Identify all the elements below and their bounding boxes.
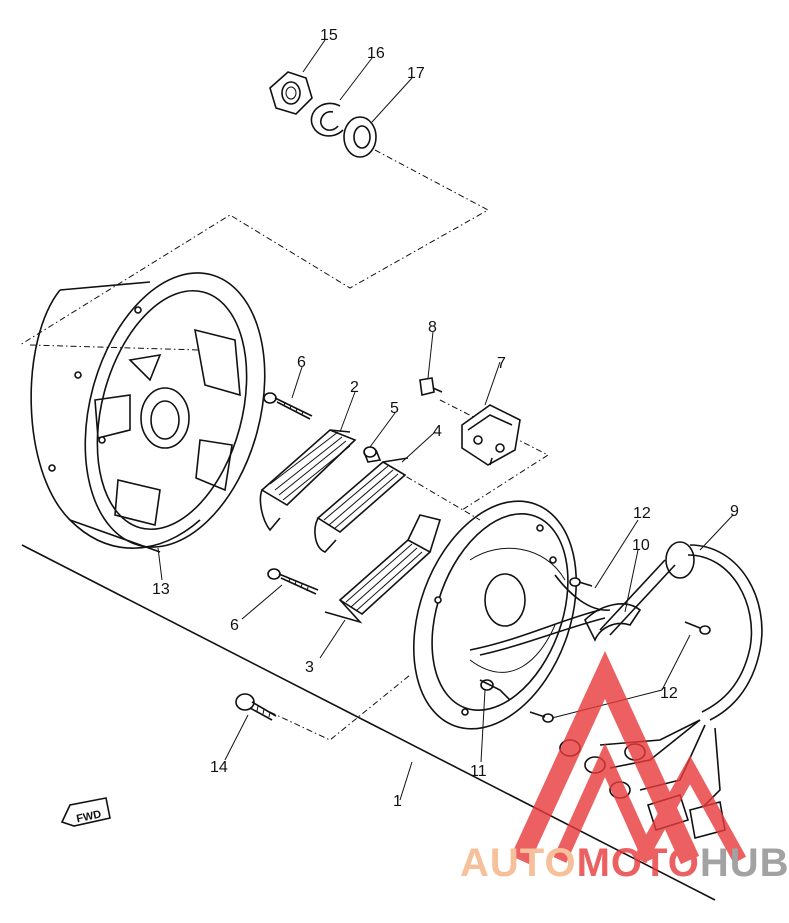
- assembly-lines: [19, 149, 550, 741]
- base-line: [21, 544, 716, 901]
- fwd-label: FWD: [75, 808, 102, 825]
- callout-8: 8: [428, 319, 437, 336]
- watermark-part-moto: MOTO: [577, 841, 700, 885]
- bolt-8-part: [419, 377, 443, 396]
- watermark-text: AUTOMOTOHUB: [460, 841, 789, 885]
- callout-2: 2: [350, 379, 359, 396]
- callout-6-lower: 6: [230, 617, 239, 634]
- spacer-part: [363, 446, 382, 463]
- coil-2-part: [259, 429, 357, 532]
- stator-plate-part: [412, 500, 578, 730]
- nut-part: [269, 71, 313, 115]
- callouts: 15 16 17 8 7 6 2 5 4 12 9 10 13 6 3 12 1…: [152, 27, 739, 810]
- callout-3: 3: [305, 659, 314, 676]
- screw-12-lower-part: [529, 711, 554, 723]
- watermark-part-hub: HUB: [700, 841, 789, 885]
- screw-11-part: [479, 679, 511, 701]
- callout-4: 4: [433, 423, 442, 440]
- screw-12-right-part: [684, 621, 711, 635]
- spring-washer-part: [310, 102, 344, 137]
- screw-lower-part: [267, 568, 319, 595]
- watermark-triangle-icon: [510, 651, 747, 865]
- watermark-logo: AUTOMOTOHUB: [460, 651, 789, 885]
- callout-12-upper: 12: [633, 505, 651, 522]
- plain-washer-part: [343, 116, 377, 158]
- pickup-assembly-part: [461, 404, 521, 466]
- screw-12-upper-part: [569, 577, 593, 587]
- callout-16: 16: [367, 45, 385, 62]
- callout-6-upper: 6: [297, 354, 306, 371]
- callout-11: 11: [470, 763, 487, 780]
- callout-17: 17: [407, 65, 425, 82]
- callout-5: 5: [390, 400, 399, 417]
- callout-13: 13: [152, 581, 170, 598]
- callout-10: 10: [632, 537, 650, 554]
- bolt-14-part: [235, 693, 277, 721]
- screw-upper-part: [263, 392, 313, 420]
- callout-14: 14: [210, 759, 228, 776]
- clamp-part: [584, 603, 642, 642]
- callout-1: 1: [393, 793, 402, 810]
- callout-15: 15: [320, 27, 338, 44]
- callout-7: 7: [497, 355, 506, 372]
- flywheel-rotor-part: [30, 272, 266, 553]
- leader-lines: [157, 39, 734, 801]
- fwd-arrow-icon: FWD: [60, 797, 111, 827]
- callout-9: 9: [730, 503, 739, 520]
- coil-4-part: [314, 457, 409, 553]
- coil-3-part: [324, 514, 442, 624]
- callout-12-lower: 12: [660, 685, 678, 702]
- watermark-part-auto: AUTO: [460, 841, 577, 885]
